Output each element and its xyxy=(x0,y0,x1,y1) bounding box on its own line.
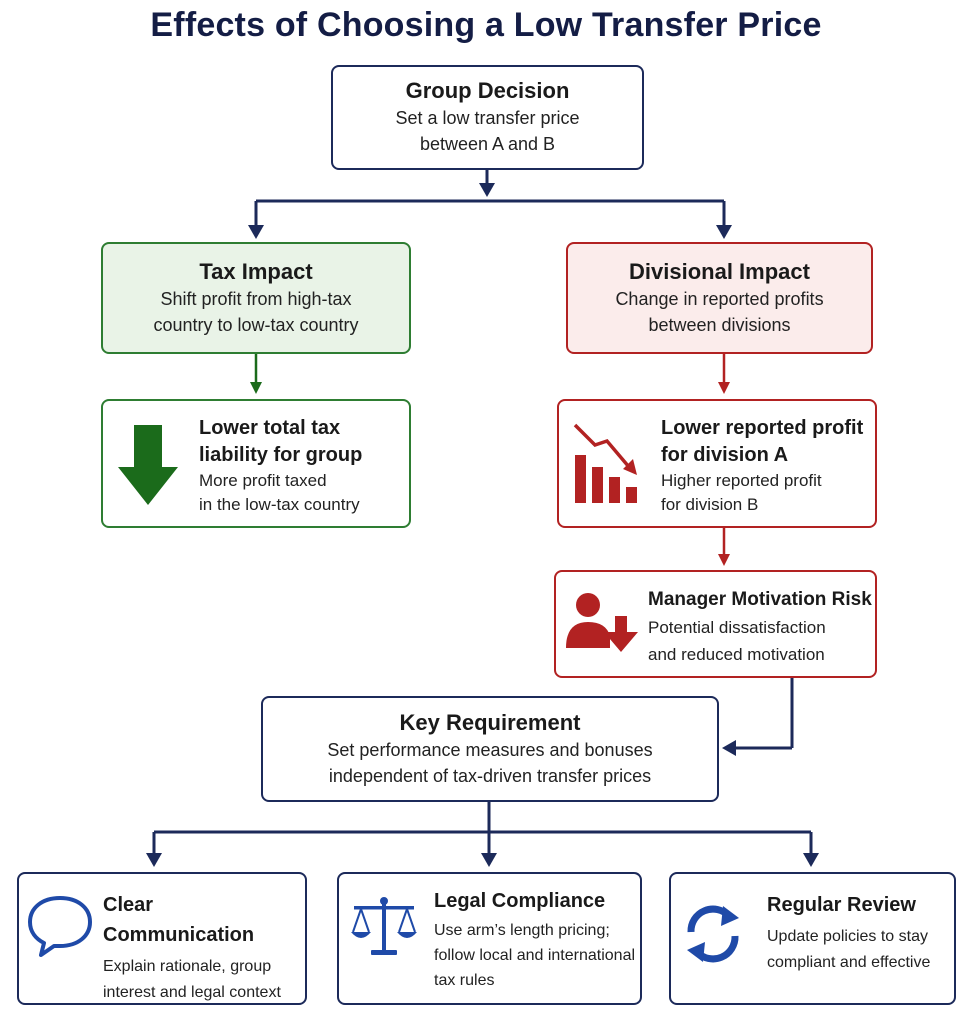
arrowhead-group xyxy=(479,183,495,197)
manager-risk-heading: Manager Motivation Risk xyxy=(648,589,872,610)
page-title: Effects of Choosing a Low Transfer Price xyxy=(150,6,822,44)
legal-compliance-box: Legal Compliance Use arm’s length pricin… xyxy=(337,872,642,1005)
lower-tax-line2: in the low-tax country xyxy=(199,495,360,514)
arrowhead-lower-tax xyxy=(250,382,262,394)
divisional-impact-line2: between divisions xyxy=(648,315,791,335)
arrowhead-compliance xyxy=(481,853,497,867)
scales-icon xyxy=(351,897,417,955)
arrowhead-divisional xyxy=(716,225,732,239)
down-arrow-icon xyxy=(118,425,178,505)
lower-tax-heading1: Lower total tax xyxy=(199,417,341,439)
clear-communication-box: Clear Communication Explain rationale, g… xyxy=(17,872,307,1005)
lower-tax-heading2: liability for group xyxy=(199,444,363,466)
person-down-icon xyxy=(566,593,638,652)
group-decision-heading: Group Decision xyxy=(405,78,570,103)
connector-manager-key xyxy=(733,678,794,750)
key-requirement-heading: Key Requirement xyxy=(399,710,581,735)
key-requirement-line2: independent of tax-driven transfer price… xyxy=(328,766,652,786)
regular-review-box: Regular Review Update policies to stay c… xyxy=(669,872,956,1005)
arrowhead-communication xyxy=(146,853,162,867)
divisional-impact-heading: Divisional Impact xyxy=(629,259,810,284)
lower-tax-line1: More profit taxed xyxy=(199,471,327,490)
refresh-icon xyxy=(687,905,739,963)
tax-impact-line1: Shift profit from high-tax xyxy=(160,289,352,309)
key-requirement-line1: Set performance measures and bonuses xyxy=(327,740,653,760)
tax-impact-box: Tax Impact Shift profit from high-tax co… xyxy=(101,242,411,354)
lower-profit-line2: for division B xyxy=(661,495,759,514)
divisional-impact-box: Divisional Impact Change in reported pro… xyxy=(566,242,873,354)
lower-profit-line1: Higher reported profit xyxy=(661,471,822,490)
connector-key-split xyxy=(152,802,813,856)
lower-profit-box: Lower reported profit for division A Hig… xyxy=(557,399,877,528)
arrowhead-key xyxy=(722,740,736,756)
legal-compliance-line2: follow local and international xyxy=(434,947,636,964)
arrowhead-review xyxy=(803,853,819,867)
legal-compliance-line3: tax rules xyxy=(434,972,495,989)
arrowhead-tax xyxy=(248,225,264,239)
clear-communication-heading: Clear Communication xyxy=(103,894,255,946)
manager-risk-line1: Potential dissatisfaction xyxy=(648,618,826,637)
manager-risk-line2: and reduced motivation xyxy=(648,645,825,664)
tax-impact-heading: Tax Impact xyxy=(199,259,313,284)
lower-profit-heading1: Lower reported profit xyxy=(661,417,864,439)
lower-profit-heading2: for division A xyxy=(661,444,789,466)
key-requirement-box: Key Requirement Set performance measures… xyxy=(261,696,719,802)
group-decision-box: Group Decision Set a low transfer price … xyxy=(331,65,644,170)
clear-communication-line2: interest and legal context xyxy=(103,984,281,1001)
arrowhead-manager xyxy=(718,554,730,566)
group-decision-line1: Set a low transfer price xyxy=(395,108,580,128)
regular-review-line1: Update policies to stay xyxy=(767,928,928,945)
regular-review-line2: compliant and effective xyxy=(767,954,931,971)
arrowhead-lower-profit xyxy=(718,382,730,394)
divisional-impact-line1: Change in reported profits xyxy=(615,289,824,309)
legal-compliance-line1: Use arm’s length pricing; xyxy=(434,922,610,939)
regular-review-heading: Regular Review xyxy=(767,894,916,916)
speech-bubble-icon xyxy=(28,896,92,957)
connector-group-split xyxy=(254,170,726,228)
clear-communication-line1: Explain rationale, group xyxy=(103,958,272,975)
group-decision-line2: between A and B xyxy=(419,134,556,154)
declining-chart-icon xyxy=(573,423,637,503)
tax-impact-line2: country to low-tax country xyxy=(153,315,359,335)
manager-risk-box: Manager Motivation Risk Potential dissat… xyxy=(554,570,877,678)
lower-tax-box: Lower total tax liability for group More… xyxy=(101,399,411,528)
legal-compliance-heading: Legal Compliance xyxy=(434,890,606,912)
